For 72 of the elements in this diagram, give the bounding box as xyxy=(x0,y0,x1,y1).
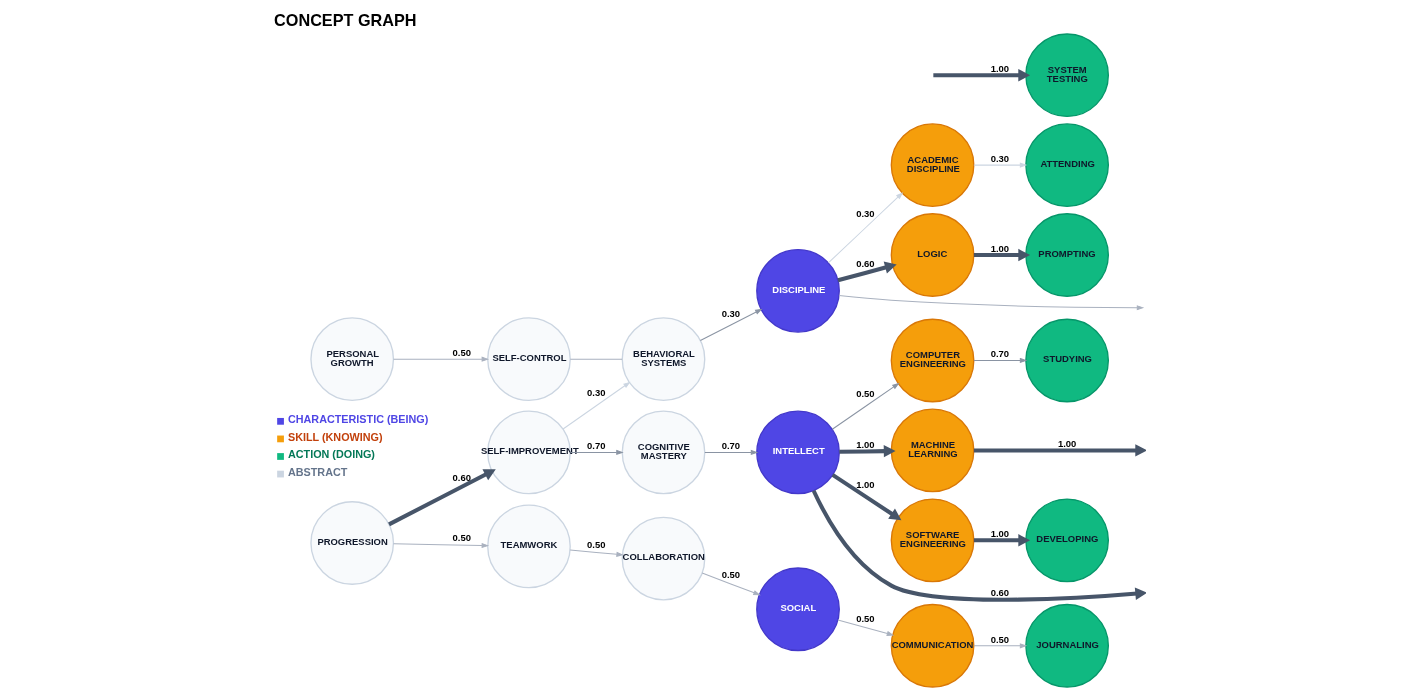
arrow xyxy=(973,444,1146,457)
arrow xyxy=(569,449,624,456)
node-circle: SYSTEM TESTING xyxy=(1025,33,1109,118)
edge-label: 0.30 xyxy=(856,207,875,219)
arrow xyxy=(701,572,761,596)
node-circle: TEAMWORK xyxy=(487,504,571,589)
arrow xyxy=(973,162,1028,168)
edge-label: 0.70 xyxy=(721,440,741,452)
arrow xyxy=(838,295,1145,311)
edge-label: 0.60 xyxy=(856,258,875,270)
arrow xyxy=(837,261,897,283)
edge-label: 0.50 xyxy=(990,633,1010,645)
edge-label: 0.60 xyxy=(452,471,471,483)
node-circle: ACADEMIC DISCIPLINE xyxy=(890,123,975,208)
edge-label: 0.50 xyxy=(452,346,471,358)
arrow xyxy=(973,248,1031,262)
arrow xyxy=(562,381,631,430)
node-circle: PERSONAL GROWTH xyxy=(310,317,395,402)
node-circle: JOURNALING xyxy=(1025,603,1109,688)
node-circle: LOGIC xyxy=(890,213,975,297)
node-circle: SELF-CONTROL xyxy=(487,317,571,402)
arrow xyxy=(699,308,763,342)
edge-label: 0.30 xyxy=(587,387,606,399)
edge-label: 0.30 xyxy=(721,308,741,320)
arrow xyxy=(973,643,1028,649)
arrow xyxy=(933,69,1031,82)
node-circle: PROGRESSION xyxy=(310,501,395,585)
diagram-title: CONCEPT GRAPH xyxy=(274,10,417,29)
arrow xyxy=(831,473,902,521)
node-circle: INTELLECT xyxy=(756,410,840,495)
legend-label: SKILL (KNOWING) xyxy=(287,430,383,443)
edge-label: 1.00 xyxy=(990,528,1010,540)
arrow xyxy=(973,534,1031,547)
legend-label: CHARACTERISTIC (BEING) xyxy=(287,413,429,426)
arrow xyxy=(811,489,1146,602)
arrow xyxy=(828,192,904,264)
node-circle: COLLABORATION xyxy=(621,516,706,601)
arrow xyxy=(837,619,895,636)
node-label: SELF-IMPROVEMENT xyxy=(480,445,579,457)
connector xyxy=(569,358,623,360)
edge-label: 1.00 xyxy=(856,478,875,490)
node-circle: COGNITIVE MASTERY xyxy=(621,410,706,495)
edge-label: 1.00 xyxy=(1057,438,1077,450)
legend-label: ACTION (DOING) xyxy=(287,448,375,461)
arrow xyxy=(393,356,490,362)
edge-label: 1.00 xyxy=(856,438,875,450)
edge-label: 0.50 xyxy=(452,532,471,544)
arrow xyxy=(839,444,896,458)
node-circle: COMMUNICATION xyxy=(890,603,975,688)
node-circle: MACHINE LEARNING xyxy=(890,408,975,493)
arrow xyxy=(569,549,624,557)
node-circle: ATTENDING xyxy=(1025,123,1109,208)
edge-label: 0.50 xyxy=(856,612,875,624)
edge-label: 0.50 xyxy=(856,388,875,400)
edge-label: 0.50 xyxy=(721,568,741,580)
arrow xyxy=(393,542,490,549)
arrow xyxy=(704,449,759,456)
edge-label: 0.60 xyxy=(990,586,1010,598)
node-circle: STUDYING xyxy=(1025,318,1109,403)
legend-label: ABSTRACT xyxy=(287,465,348,478)
edge-label: 1.00 xyxy=(990,62,1010,74)
arrow xyxy=(831,382,900,430)
node-circle: SOCIAL xyxy=(756,567,840,652)
node-circle: DEVELOPING xyxy=(1025,498,1109,583)
node-circle: PROMPTING xyxy=(1025,213,1109,297)
edge-label: 0.30 xyxy=(990,152,1010,164)
edge-label: 0.70 xyxy=(990,348,1010,360)
edge-label: 1.00 xyxy=(990,242,1010,254)
edge-label: 0.50 xyxy=(587,538,606,550)
arrow xyxy=(388,469,496,527)
arrow xyxy=(973,357,1028,364)
edge-label: 0.70 xyxy=(587,440,606,452)
